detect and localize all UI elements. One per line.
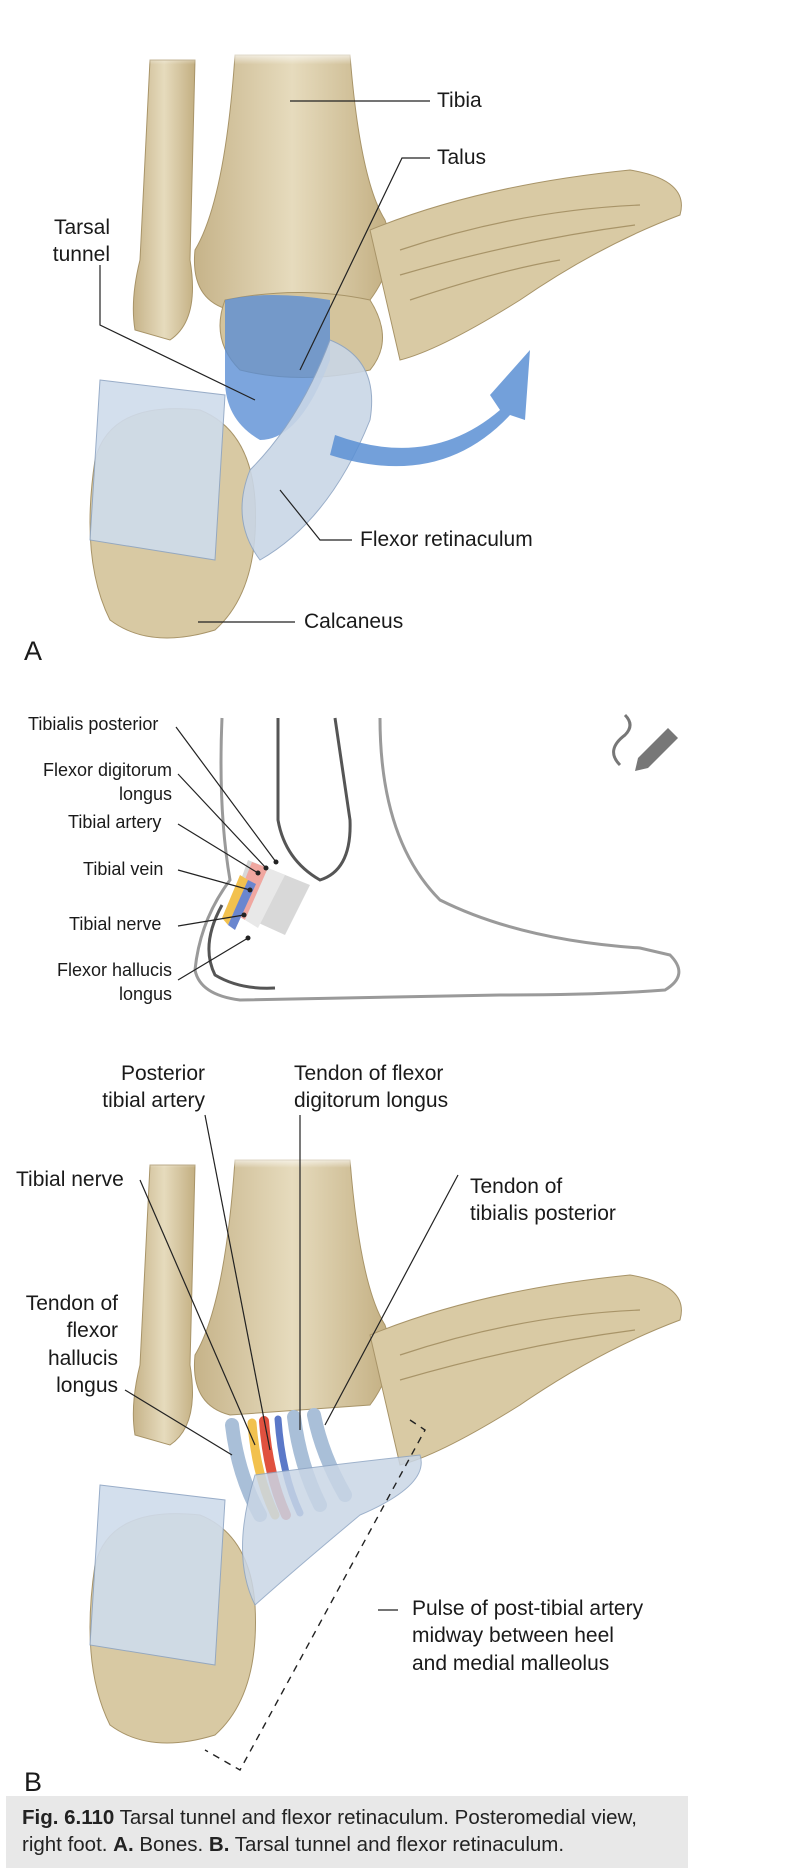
label-tibial-artery: Tibial artery: [68, 812, 162, 832]
inset-cross-section: Tibialis posterior Flexor digitorum long…: [0, 690, 791, 1030]
label-flexor-retinaculum: Flexor retinaculum: [360, 528, 533, 551]
label-tibial-vein: Tibial vein: [83, 859, 164, 879]
panel-a-letter: A: [24, 636, 43, 666]
inset-structures: [222, 860, 310, 935]
panel-b-tarsal-tunnel: Posterior tibial artery Tendon of flexor…: [0, 1045, 791, 1797]
metatarsal-bones: [369, 169, 682, 361]
label-tendon-tibialis-posterior: Tendon of tibialis posterior: [470, 1175, 616, 1226]
caption-fig-number: Fig. 6.110: [22, 1806, 115, 1829]
label-tibia: Tibia: [437, 89, 482, 112]
panel-a-illustration: [0, 50, 791, 639]
caption-text: Tarsal tunnel and flexor retinaculum. Po…: [22, 1806, 637, 1857]
caption-a-text: Bones.: [139, 1833, 204, 1857]
label-tendon-flexor-digitorum-longus: Tendon of flexor digitorum longus: [294, 1062, 449, 1113]
panel-a-bones: Tibia Talus Tarsal tunnel Flexor retinac…: [0, 0, 791, 680]
pulse-triangle: [204, 1419, 426, 1771]
label-pulse-post-tibial-artery: Pulse of post-tibial artery midway betwe…: [412, 1597, 644, 1675]
panel-b-illustration: [0, 1114, 791, 1771]
direction-arrow: [330, 350, 530, 467]
label-posterior-tibial-artery: Posterior tibial artery: [102, 1062, 205, 1113]
label-tendon-flexor-hallucis-longus: Tendon of flexor hallucis longus: [25, 1292, 118, 1397]
label-calcaneus: Calcaneus: [304, 610, 404, 633]
metatarsal-bones: [369, 1274, 682, 1466]
label-tibial-nerve: Tibial nerve: [69, 914, 162, 934]
caption-b-text: Tarsal tunnel and flexor retinaculum.: [234, 1833, 565, 1857]
achilles-tendon: [89, 1484, 226, 1666]
figure-caption: Fig. 6.110 Tarsal tunnel and flexor reti…: [6, 1796, 688, 1868]
label-talus: Talus: [437, 146, 487, 169]
label-flexor-hallucis-longus: Flexor hallucis longus: [56, 960, 172, 1005]
flexor-retinaculum: [242, 1454, 422, 1606]
achilles-tendon: [89, 379, 226, 561]
panel-b-letter: B: [24, 1767, 43, 1797]
caption-b-label: B.: [208, 1833, 230, 1857]
caption-a-label: A.: [113, 1833, 134, 1857]
flexor-retinaculum: [241, 339, 373, 561]
label-tibialis-posterior: Tibialis posterior: [28, 714, 159, 734]
label-tibial-nerve: Tibial nerve: [16, 1168, 124, 1191]
label-flexor-digitorum-longus: Flexor digitorum longus: [42, 760, 172, 805]
pencil-icon[interactable]: [612, 713, 678, 771]
inset-outline-illustration: [175, 713, 681, 1002]
label-tarsal-tunnel: Tarsal tunnel: [52, 216, 110, 267]
